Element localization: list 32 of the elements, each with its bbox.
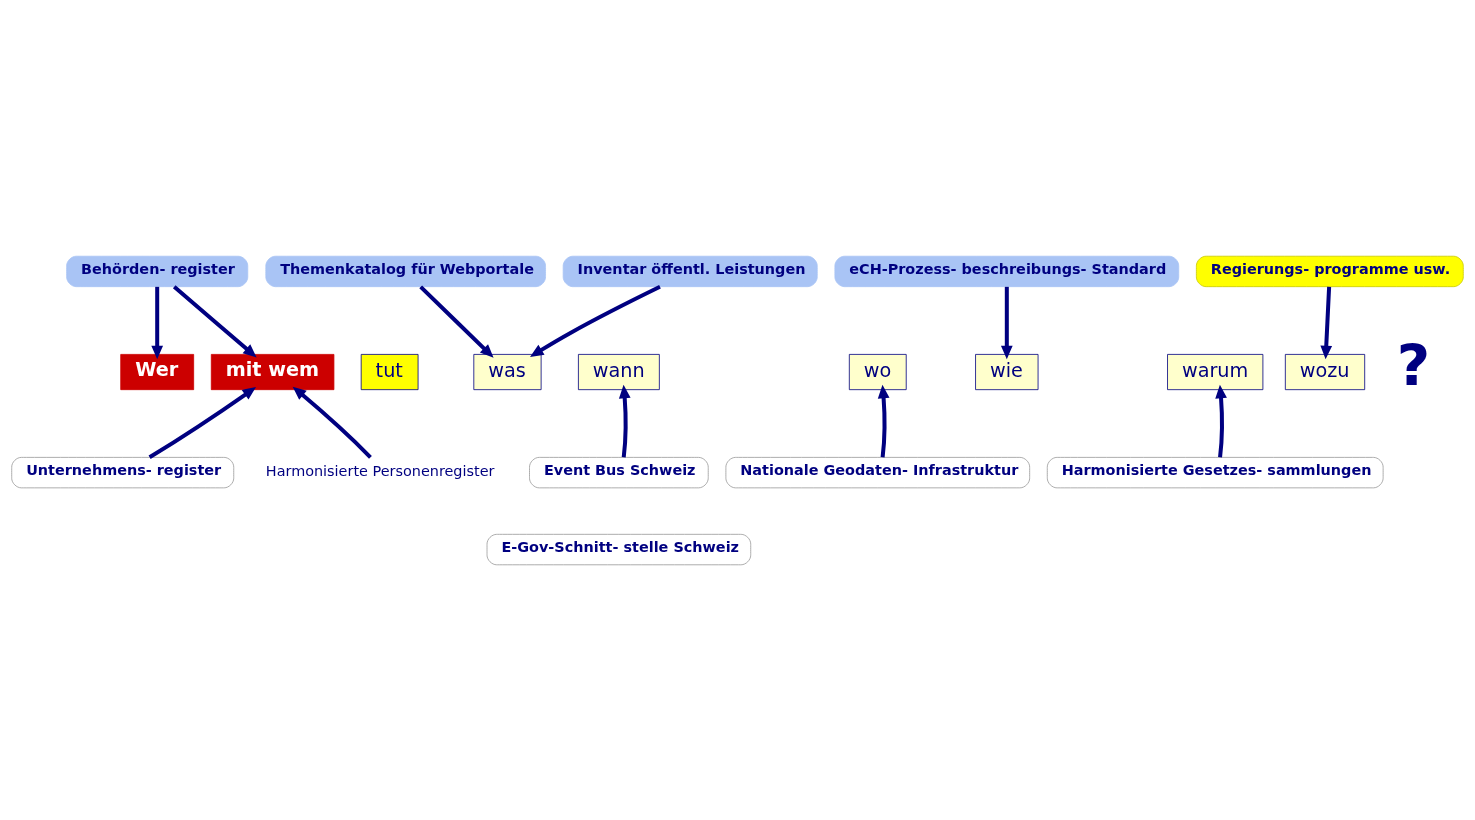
node-box: wann xyxy=(578,353,660,390)
node-box: E-Gov-Schnitt- stelle Schweiz xyxy=(486,533,752,565)
node-box: warum xyxy=(1167,353,1264,390)
node-box: Harmonisierte Gesetzes- sammlungen xyxy=(1046,456,1384,488)
label: ? xyxy=(1396,331,1431,400)
node-text: Harmonisierte Personenregister xyxy=(265,462,495,479)
arrow xyxy=(1320,286,1333,359)
node-box: eCH-Prozess- beschreibungs- Standard xyxy=(834,255,1180,287)
node-box: wie xyxy=(975,353,1039,390)
arrow xyxy=(151,286,164,359)
node-box: Inventar öffentl. Leistungen xyxy=(562,255,818,287)
node-box: was xyxy=(473,353,542,390)
node-box: Behörden- register xyxy=(66,255,249,287)
arrow xyxy=(1000,286,1013,359)
arrow xyxy=(877,384,890,457)
node-box: tut xyxy=(360,353,419,390)
node-box: Regierungs- programme usw. xyxy=(1195,255,1464,287)
arrow xyxy=(419,284,494,358)
arrow xyxy=(618,384,631,457)
node-box: Nationale Geodaten- Infrastruktur xyxy=(725,456,1031,488)
node-box: Wer xyxy=(120,353,195,390)
node-box: wozu xyxy=(1284,353,1366,390)
arrow xyxy=(1215,384,1227,457)
arrow xyxy=(148,386,257,459)
node-box: wo xyxy=(848,353,907,390)
node-box: Unternehmens- register xyxy=(11,456,235,488)
arrow xyxy=(530,284,661,357)
arrow xyxy=(172,284,257,357)
node-box: mit wem xyxy=(210,353,335,390)
node-box: Event Bus Schweiz xyxy=(529,456,709,488)
node-box: Themenkatalog für Webportale xyxy=(265,255,546,287)
arrow xyxy=(292,386,372,459)
